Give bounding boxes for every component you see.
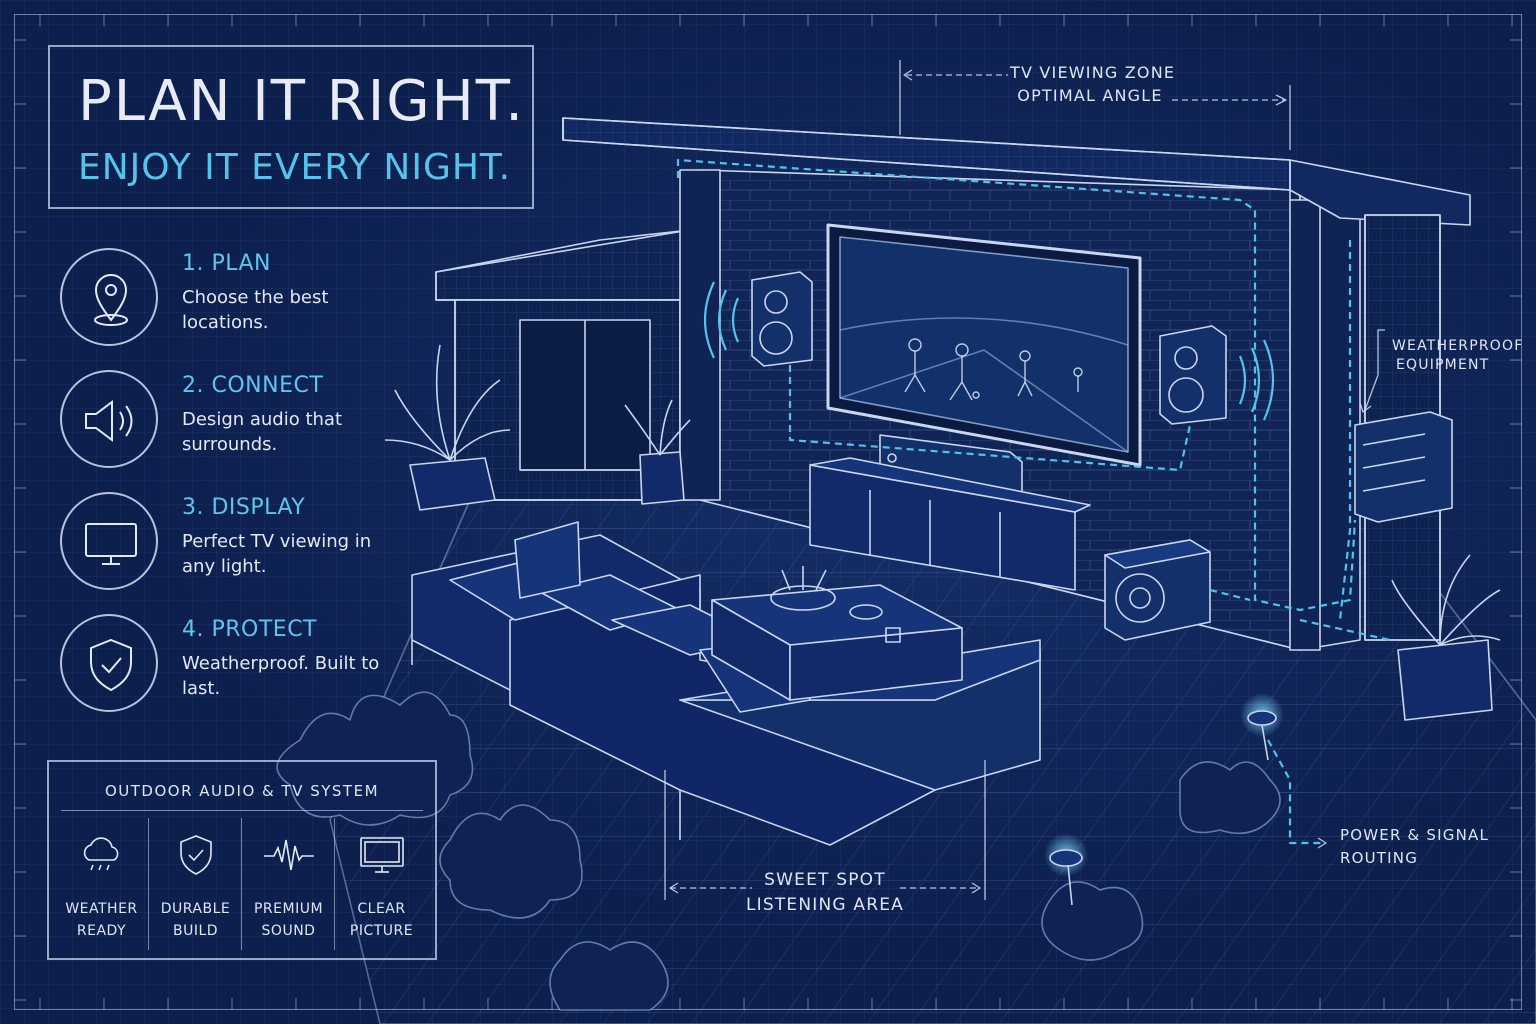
step-title: 2. CONNECT (182, 373, 324, 398)
step-display: 3. DISPLAY Perfect TV viewing in any lig… (60, 489, 390, 611)
media-console (809, 457, 1091, 591)
step-connect: 2. CONNECT Design audio that surrounds. (60, 367, 390, 489)
sweet-spot-label: SWEET SPOT LISTENING AREA (745, 870, 905, 915)
step-description: Choose the best locations. (182, 287, 329, 333)
speaker-right (1159, 325, 1227, 425)
headline-box: PLAN IT RIGHT. ENJOY IT EVERY NIGHT. (48, 45, 534, 209)
speaker-icon (60, 370, 158, 468)
plant-mid (624, 399, 691, 505)
divider (61, 810, 423, 811)
garden-light-2 (1044, 833, 1088, 906)
power-routing-label: POWER & SIGNAL ROUTING (1340, 826, 1490, 867)
sound-wave-icon (264, 839, 314, 871)
plant-right (1391, 554, 1501, 721)
step-title: 3. DISPLAY (182, 495, 306, 520)
headline-secondary: ENJOY IT EVERY NIGHT. (78, 147, 512, 188)
subwoofer (1104, 539, 1211, 641)
shield-check-icon (60, 614, 158, 712)
coffee-table (711, 566, 963, 701)
tv-icon (60, 492, 158, 590)
garden-light-1 (1240, 693, 1284, 761)
step-description: Design audio that surrounds. (182, 409, 343, 455)
shield-check-icon (180, 835, 212, 875)
step-title: 1. PLAN (182, 251, 272, 276)
signal-cables (676, 158, 1391, 845)
step-description: Perfect TV viewing in any light. (182, 531, 372, 577)
step-description: Weatherproof. Built to last. (182, 653, 380, 699)
tv-zone-label: TV VIEWING ZONE OPTIMAL ANGLE (1010, 63, 1176, 105)
system-title: OUTDOOR AUDIO & TV SYSTEM (104, 782, 380, 800)
steps-list: 1. PLAN Choose the best locations. 2. CO… (60, 245, 390, 733)
rain-cloud-icon (83, 837, 119, 871)
monitor-icon (360, 837, 404, 873)
garden-shrubs (276, 691, 1281, 1011)
location-pin-icon (60, 248, 158, 346)
roof (562, 117, 1471, 641)
step-title: 4. PROTECT (182, 617, 317, 642)
plant-left (384, 344, 511, 511)
dimension-lines (664, 60, 1385, 900)
step-protect: 4. PROTECT Weatherproof. Built to last. (60, 611, 390, 733)
step-plan: 1. PLAN Choose the best locations. (60, 245, 390, 367)
weatherproof-label: WEATHERPROOF EQUIPMENT (1392, 338, 1524, 373)
headline-primary: PLAN IT RIGHT. (78, 69, 526, 134)
equipment-cabinet (1354, 411, 1453, 523)
tv-screen (826, 223, 1142, 467)
speaker-left (751, 271, 813, 367)
